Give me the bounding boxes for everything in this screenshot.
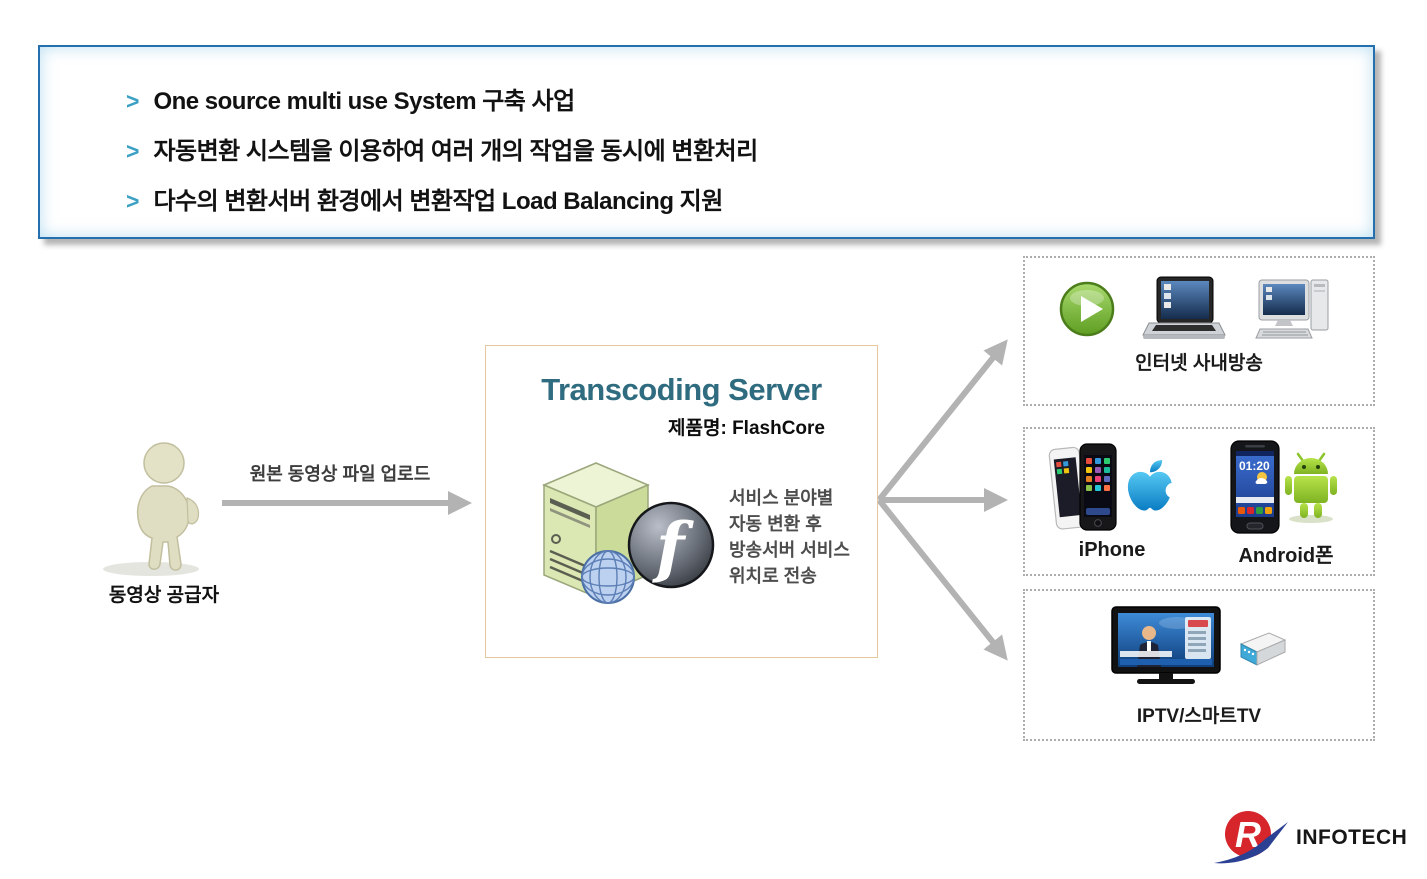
arrow-to-iptv	[876, 498, 1008, 661]
server-icon: f	[542, 462, 715, 604]
desktop-icon	[1255, 279, 1329, 339]
bullet-marker: >	[126, 88, 140, 114]
company-logo: R INFOTECH	[1210, 808, 1407, 868]
tv-icon	[1111, 606, 1221, 684]
target-box-iptv: IPTV/스마트TV	[1023, 589, 1375, 741]
upload-arrow-label: 원본 동영상 파일 업로드	[249, 464, 431, 484]
bullet-item: > One source multi use System 구축 사업	[126, 81, 1373, 131]
settop-box-icon	[1239, 632, 1287, 666]
bullet-item: > 자동변환 시스템을 이용하여 여러 개의 작업을 동시에 변환처리	[126, 131, 1373, 181]
android-robot-icon	[1285, 452, 1337, 523]
transcoding-server-box: Transcoding Server 제품명: FlashCore	[485, 345, 878, 658]
flash-icon: f	[627, 501, 715, 589]
apple-logo-icon	[1127, 460, 1176, 511]
iphone-icon	[1048, 443, 1117, 531]
server-description-line: 위치로 전송	[729, 566, 817, 586]
server-title: Transcoding Server	[541, 372, 822, 407]
play-icon	[1059, 281, 1115, 337]
laptop-icon	[1142, 276, 1226, 339]
galaxy-phone-icon: 01:20	[1230, 440, 1280, 534]
bullet-text: 자동변환 시스템을 이용하여 여러 개의 작업을 동시에 변환처리	[153, 138, 758, 165]
source-label: 동영상 공급자	[108, 585, 220, 606]
server-description-line: 방송서버 서비스	[729, 540, 850, 560]
globe-icon	[581, 550, 635, 604]
bullet-text: One source multi use System 구축 사업	[153, 88, 575, 115]
server-product-label: 제품명: FlashCore	[668, 418, 825, 439]
logo-text: INFOTECH	[1296, 826, 1408, 849]
server-description: 서비스 분야별 자동 변환 후 방송서버 서비스 위치로 전송	[729, 485, 850, 589]
summary-box: > One source multi use System 구축 사업 > 자동…	[38, 45, 1375, 239]
bullet-marker: >	[126, 138, 140, 164]
target-box-internet-broadcast: 인터넷 사내방송	[1023, 256, 1375, 406]
bullet-item: > 다수의 변환서버 환경에서 변환작업 Load Balancing 지원	[126, 181, 1373, 231]
android-group: 01:20	[1206, 439, 1366, 568]
iphone-group: iPhone	[1032, 439, 1192, 568]
bullet-marker: >	[126, 188, 140, 214]
target-box-mobile: iPhone 01:20	[1023, 427, 1375, 576]
android-label: Android폰	[1238, 545, 1334, 567]
arrow-to-broadcast	[876, 339, 1008, 502]
target-label-iptv: IPTV/스마트TV	[1136, 706, 1262, 727]
person-icon	[103, 442, 200, 576]
phone-clock-text: 01:20	[1239, 459, 1270, 473]
server-description-line: 서비스 분야별	[729, 488, 834, 508]
target-label-internet-broadcast: 인터넷 사내방송	[1135, 353, 1263, 374]
bullet-text: 다수의 변환서버 환경에서 변환작업 Load Balancing 지원	[153, 188, 723, 215]
server-description-line: 자동 변환 후	[729, 514, 822, 534]
iphone-label: iPhone	[1078, 539, 1146, 561]
infotech-logo-icon: R	[1214, 811, 1288, 864]
